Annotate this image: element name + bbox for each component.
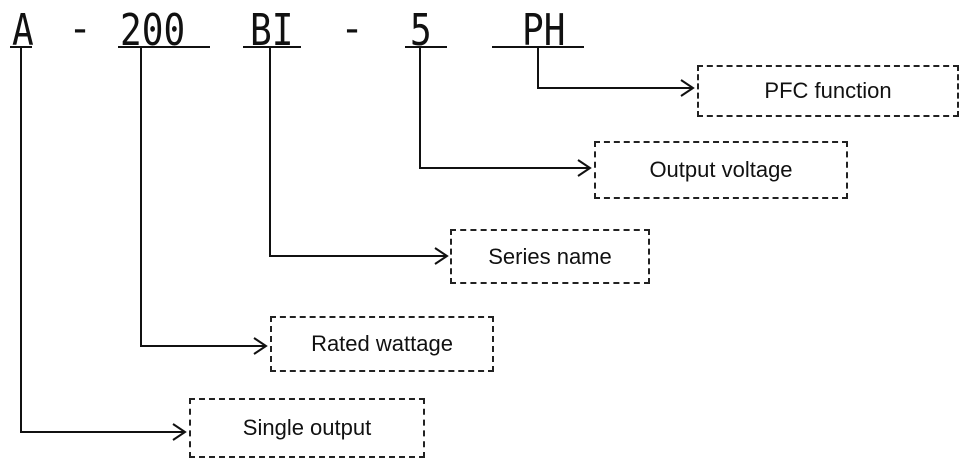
label-box-output-voltage: Output voltage: [594, 141, 848, 199]
underline-a: [10, 46, 32, 48]
separator-1: -: [68, 6, 93, 52]
arrowhead-wattage: [253, 337, 268, 355]
arrowhead-voltage: [577, 159, 592, 177]
label-single-output: Single output: [242, 415, 372, 440]
label-pfc-function: PFC function: [764, 78, 892, 103]
underline-series: [243, 46, 301, 48]
connector-a: [20, 48, 185, 433]
connector-wattage: [140, 48, 266, 347]
underline-pfc: [492, 46, 584, 48]
label-box-pfc-function: PFC function: [697, 65, 959, 117]
code-part-voltage: 5: [410, 5, 432, 56]
label-series-name: Series name: [488, 243, 612, 269]
label-box-rated-wattage: Rated wattage: [270, 316, 494, 372]
underline-wattage: [118, 46, 210, 48]
label-output-voltage: Output voltage: [649, 157, 793, 182]
connector-pfc: [537, 48, 693, 89]
label-rated-wattage: Rated wattage: [311, 331, 453, 356]
underline-voltage: [405, 46, 447, 48]
label-box-series-name: Series name: [450, 229, 650, 284]
connector-voltage: [419, 48, 590, 169]
connector-series: [269, 48, 447, 257]
arrowhead-series: [434, 247, 449, 265]
separator-2: -: [340, 6, 365, 52]
code-part-a: A: [12, 5, 34, 56]
arrowhead-pfc: [680, 79, 695, 97]
arrowhead-a: [172, 423, 187, 441]
label-box-single-output: Single output: [189, 398, 425, 458]
